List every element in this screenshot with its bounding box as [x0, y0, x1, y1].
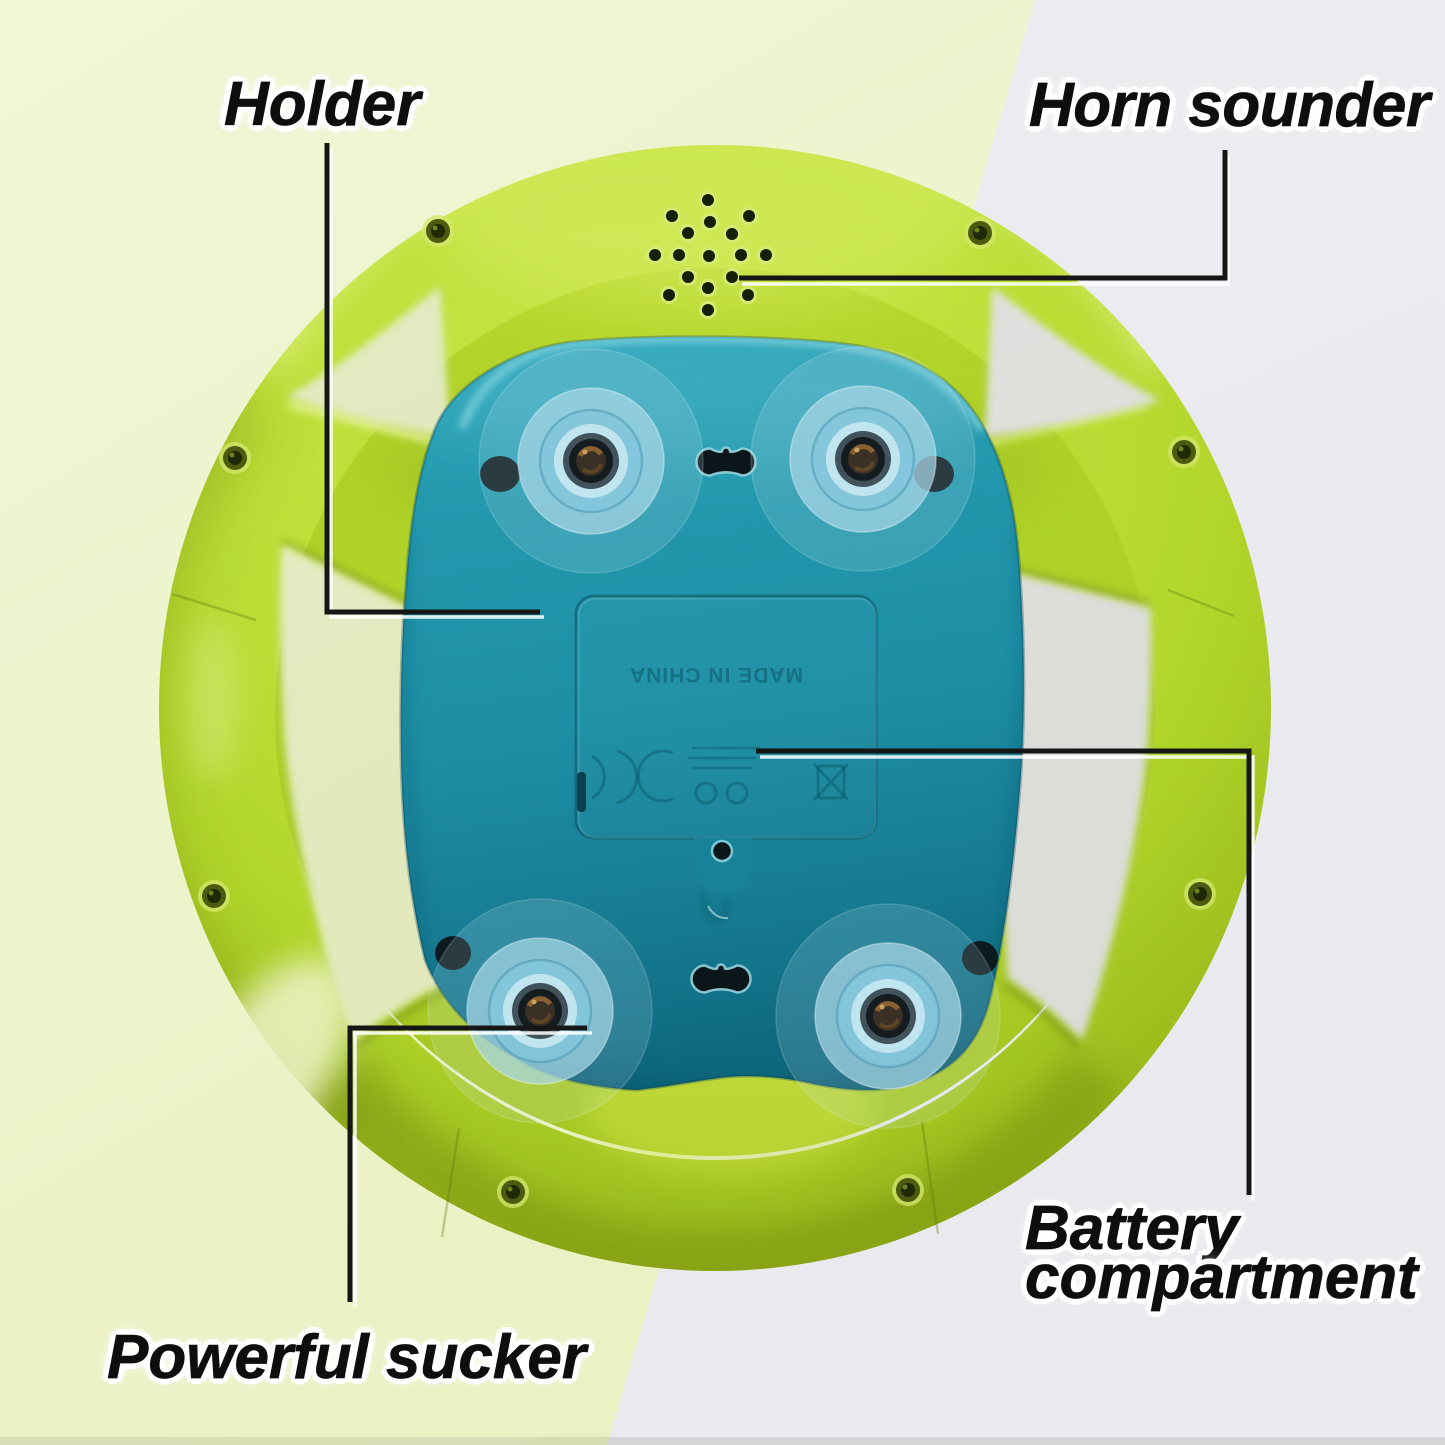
svg-text:MADE IN CHINA: MADE IN CHINA: [629, 663, 803, 686]
